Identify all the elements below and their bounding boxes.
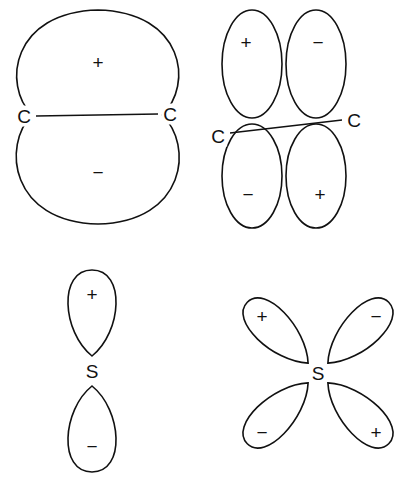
lobe bbox=[222, 124, 282, 228]
phase-sign: − bbox=[240, 184, 255, 205]
p-lobe bbox=[68, 386, 116, 472]
phase-sign: − bbox=[84, 436, 99, 457]
atom-symbol: C bbox=[15, 106, 33, 127]
bond-line bbox=[230, 120, 342, 133]
atom-symbol: S bbox=[310, 363, 327, 384]
d-lobe bbox=[315, 289, 402, 376]
atom-symbol: C bbox=[161, 104, 179, 125]
phase-sign: + bbox=[368, 422, 383, 443]
phase-sign: + bbox=[84, 284, 99, 305]
d-lobe bbox=[234, 289, 321, 376]
phase-sign: + bbox=[312, 184, 327, 205]
phase-sign: + bbox=[254, 306, 269, 327]
atom-symbol: C bbox=[209, 126, 227, 147]
lobe bbox=[222, 10, 282, 118]
d-lobe bbox=[234, 370, 321, 457]
pi-bonding-outline bbox=[16, 10, 179, 224]
phase-sign: − bbox=[310, 32, 325, 53]
phase-sign: − bbox=[368, 306, 383, 327]
phase-sign: + bbox=[90, 52, 105, 73]
lobe bbox=[286, 124, 346, 228]
phase-sign: − bbox=[90, 162, 105, 183]
phase-sign: + bbox=[238, 32, 253, 53]
atom-symbol: S bbox=[84, 361, 101, 382]
bond-line bbox=[36, 114, 158, 116]
d-lobe bbox=[315, 370, 402, 457]
p-lobe bbox=[68, 270, 116, 356]
lobe bbox=[286, 10, 346, 118]
phase-sign: − bbox=[254, 422, 269, 443]
atom-symbol: C bbox=[345, 110, 363, 131]
